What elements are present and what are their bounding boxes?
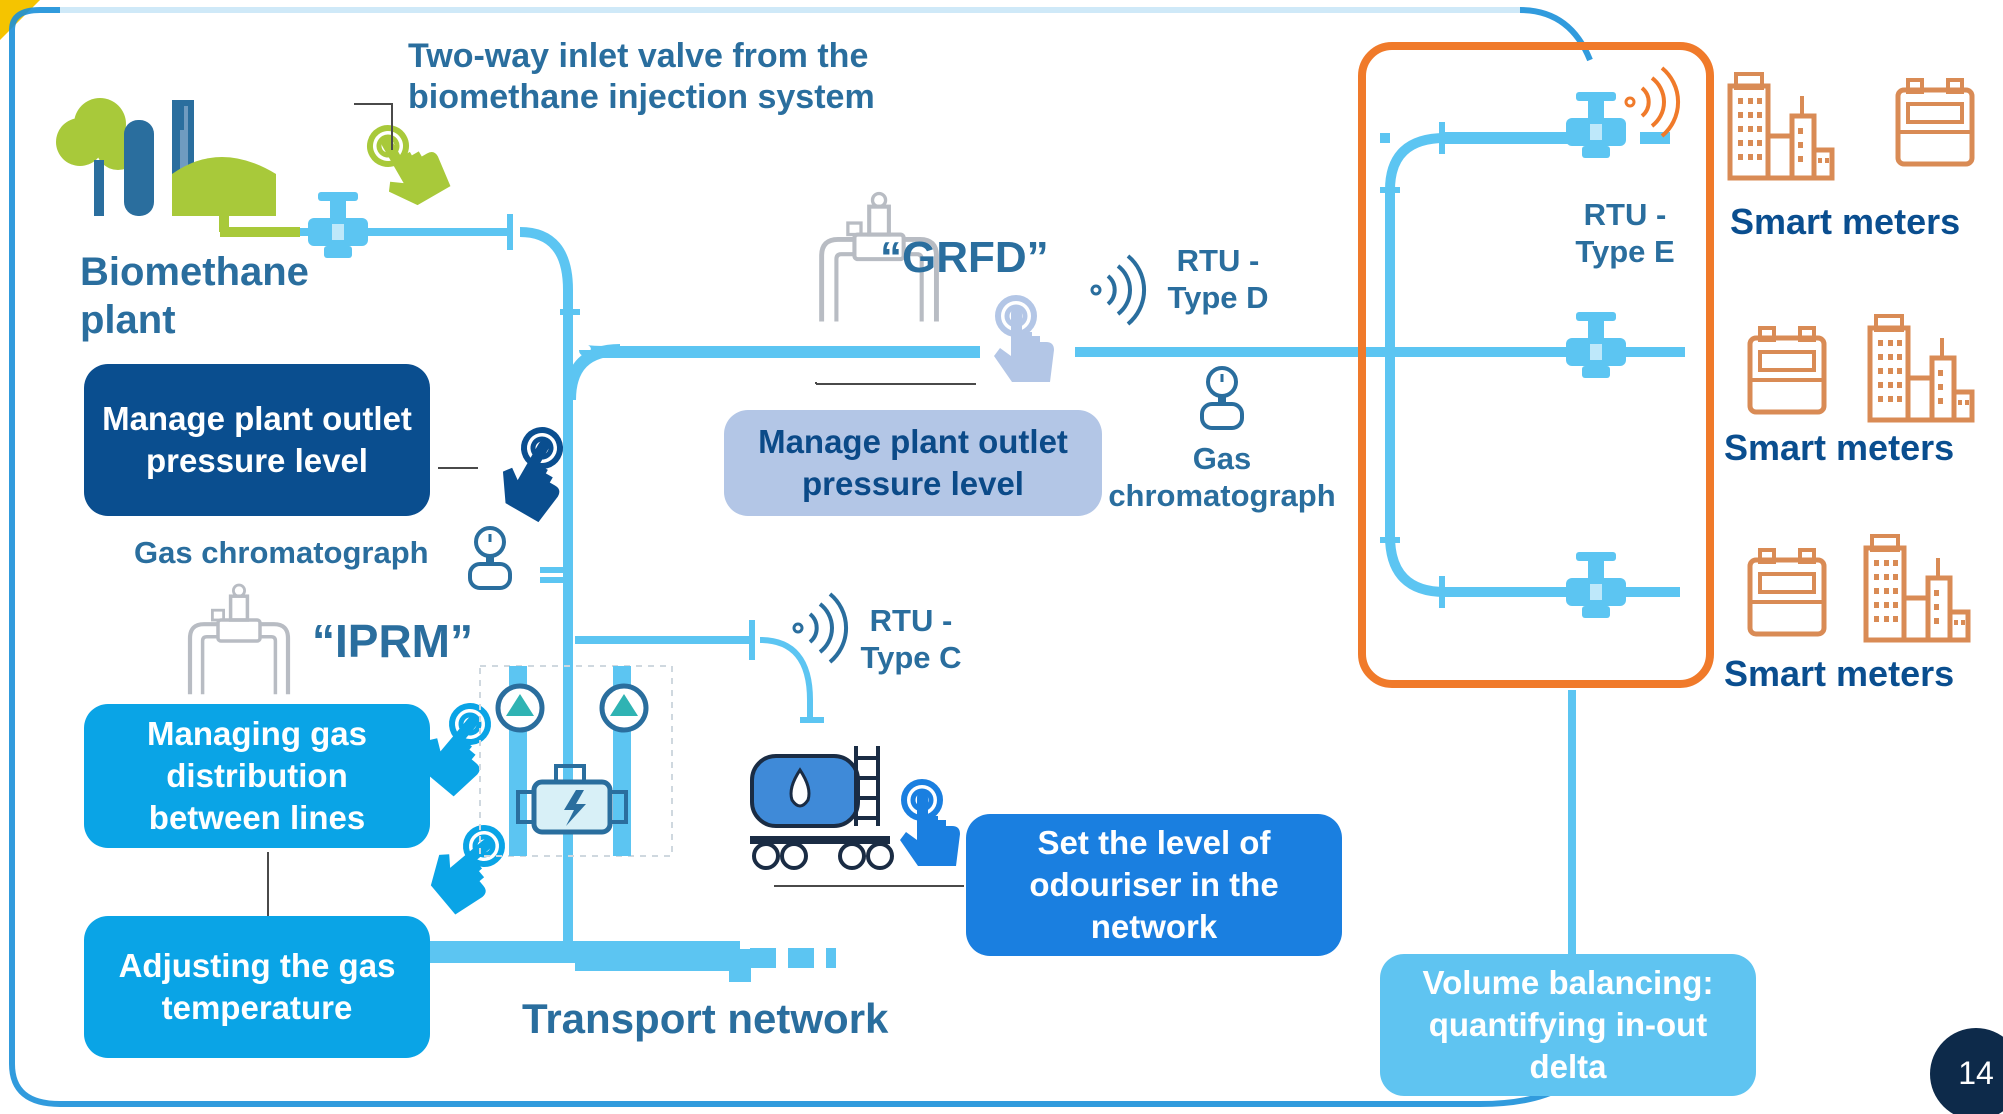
gas-chromatograph-mid-label: Gas chromatograph [1108, 441, 1336, 514]
touch-hand-icon [419, 818, 522, 918]
volume-balancing-box[interactable]: Volume balancing: quantifying in-out del… [1380, 954, 1756, 1096]
gas-meter-icon [1750, 550, 1824, 634]
smart-meters-label-1: Smart meters [1730, 201, 1961, 242]
wireless-signal-icon [792, 592, 849, 664]
connector-lines [267, 103, 976, 916]
rtu-d-label: RTU - Type D [1167, 243, 1269, 316]
page-number: 14 [1958, 1055, 1994, 1091]
building-icon [1730, 74, 1832, 178]
rtu-e-label: RTU - Type E [1575, 197, 1675, 270]
engine-icon [516, 764, 628, 835]
touch-hand-icon [900, 782, 960, 866]
manage-plant-pressure-box-secondary[interactable]: Manage plant outlet pressure level [724, 410, 1102, 516]
odouriser-level-box[interactable]: Set the level of odouriser in the networ… [966, 814, 1342, 956]
rtu-c-label: RTU - Type C [860, 603, 962, 676]
corner-accent [0, 0, 40, 40]
smart-meters-label-2: Smart meters [1724, 427, 1955, 468]
valve-icon [1566, 552, 1626, 618]
valve-title: Two-way inlet valve from the biomethane … [408, 37, 875, 116]
transport-network-label: Transport network [522, 995, 889, 1042]
odouriser-tank-icon [750, 746, 894, 870]
gas-meter-icon [1898, 80, 1972, 164]
building-icon [1866, 536, 1968, 640]
pump-icon [495, 683, 545, 733]
wireless-signal-icon [1624, 66, 1681, 138]
pipe-flanges [507, 122, 1445, 723]
gas-chromatograph-icon [1200, 366, 1244, 430]
pressure-regulator-icon [190, 585, 288, 694]
adjusting-temperature-box[interactable]: Adjusting the gas temperature [84, 916, 430, 1058]
gas-chromatograph-icon [468, 526, 512, 590]
valve-icon [1566, 312, 1626, 378]
valve-icon [1566, 92, 1626, 158]
wireless-signal-icon [1090, 254, 1147, 326]
building-icon [1870, 316, 1972, 420]
iprm-station [479, 665, 673, 857]
iprm-label: “IPRM” [312, 615, 473, 667]
rtu-e-frame [1358, 42, 1714, 688]
gas-chromatograph-left-label: Gas chromatograph [134, 535, 429, 570]
touch-hand-icon [360, 111, 454, 214]
page-number-badge [1930, 1028, 2003, 1114]
pump-icon [599, 683, 649, 733]
grfd-label: “GRFD” [880, 233, 1049, 282]
biomethane-plant-icon [56, 98, 276, 216]
smart-meters-label-3: Smart meters [1724, 653, 1955, 694]
touch-hand-icon [994, 298, 1054, 382]
manage-plant-pressure-box[interactable]: Manage plant outlet pressure level [84, 364, 430, 516]
plant-label: Biomethane plant [80, 250, 309, 342]
gas-meter-icon [1750, 328, 1824, 412]
managing-gas-distribution-box[interactable]: Managing gas distribution between lines [84, 704, 430, 848]
